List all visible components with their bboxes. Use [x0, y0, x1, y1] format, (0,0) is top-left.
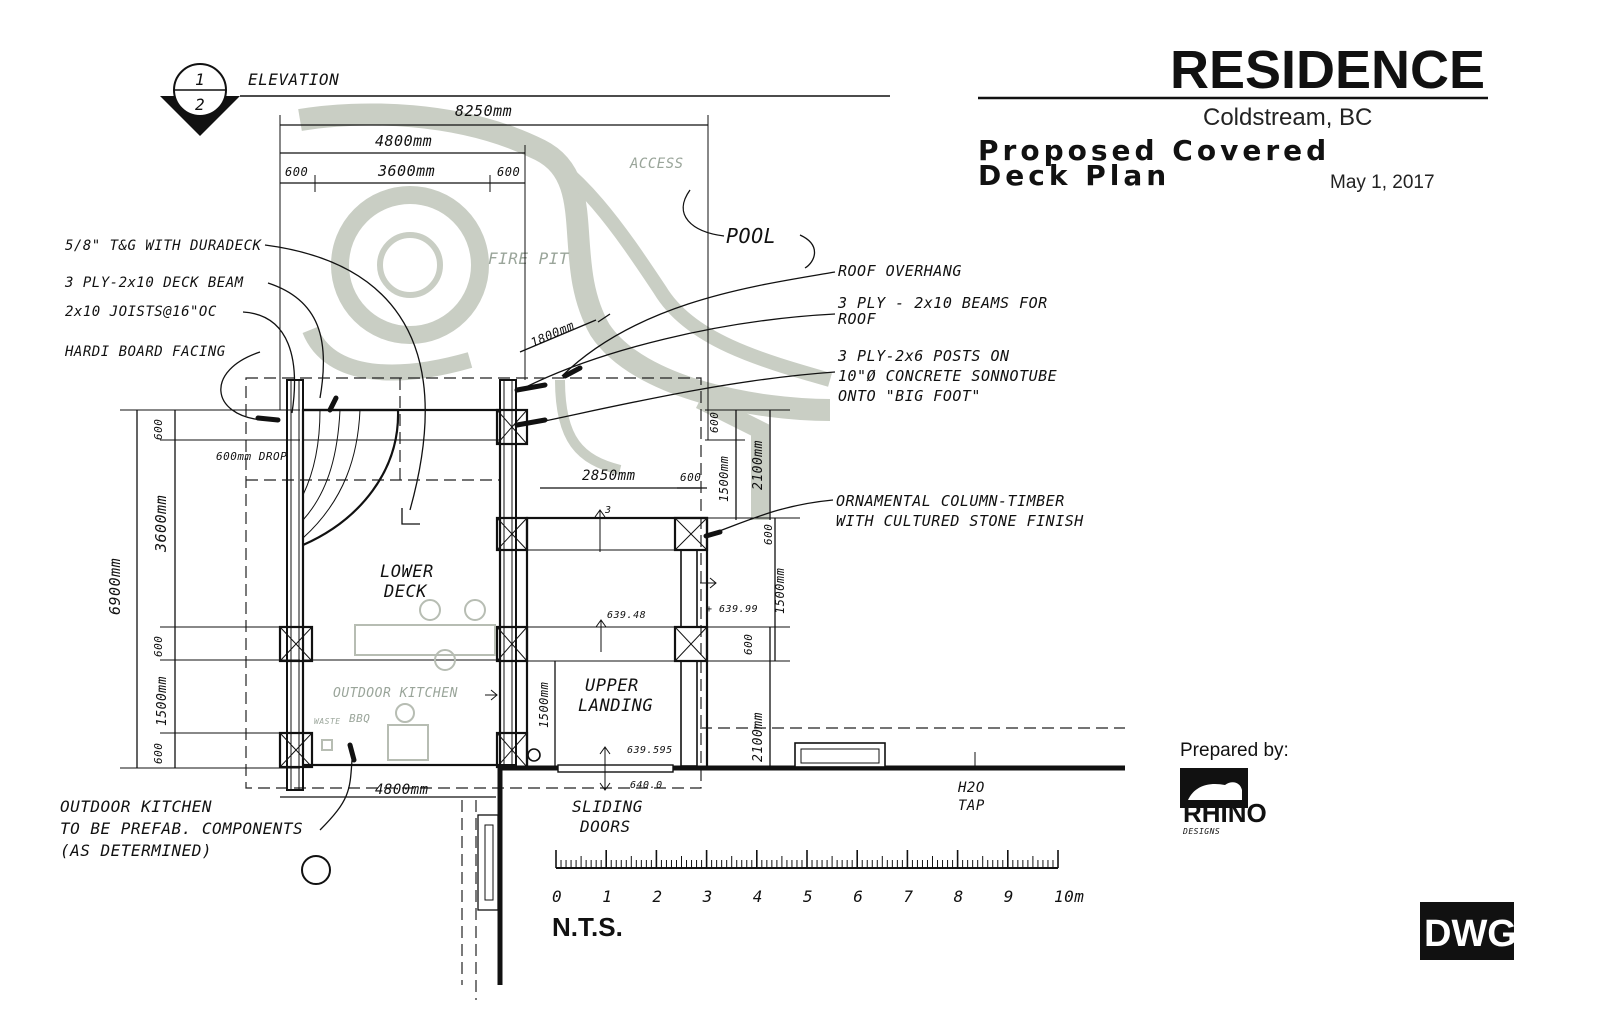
rhino-designs-logo: RHINO DESIGNS: [1180, 768, 1267, 836]
scale-tick-label: 7: [903, 887, 913, 906]
right-upper-span-dim: 1500mm: [717, 456, 731, 502]
roof-beams-callout-line2: ROOF: [838, 310, 877, 328]
posts-callout-line1: 3 PLY-2x6 POSTS ON: [837, 347, 1010, 365]
section-marker: [160, 63, 890, 136]
drawing-number-badge: DWG. 2: [1420, 902, 1559, 960]
right-leader-lines: [519, 271, 836, 537]
right-lower-overall-dim: 2100mm: [751, 712, 766, 762]
elevation-e4: 640.0: [630, 780, 663, 791]
posts-callout-line3: ONTO "BIG FOOT": [838, 387, 981, 405]
project-location: Coldstream, BC: [1203, 104, 1372, 131]
kitchen-note-leader: [319, 759, 353, 831]
plan-title-line1: Proposed Covered: [978, 134, 1330, 167]
pool-label: POOL: [726, 224, 776, 248]
pool-callout-tail: [799, 234, 816, 269]
column-callout-line1: ORNAMENTAL COLUMN-TIMBER: [836, 492, 1065, 510]
scale-tick-label: 8: [954, 887, 964, 906]
top-dimension-lines: [279, 115, 709, 440]
deck-width-dim: 4800mm: [375, 132, 432, 150]
decking-callout: 5/8" T&G WITH DURADECK: [65, 238, 263, 254]
slope-mark-1: 3: [604, 505, 612, 516]
left-dim-2: 3600mm: [152, 495, 170, 553]
pool-callout-line: [682, 189, 725, 237]
elevation-e2: + 639.99: [706, 604, 758, 615]
outdoor-kitchen-label: OUTDOOR KITCHEN: [333, 686, 458, 701]
left-dim-1: 600: [152, 419, 165, 440]
upper-landing-label-1: UPPER: [585, 676, 639, 696]
project-title: RESIDENCE: [1170, 40, 1485, 100]
deck-beam-callout: 3 PLY-2x10 DECK BEAM: [64, 275, 244, 291]
drawing-number: DWG. 2: [1424, 913, 1559, 955]
left-post-dim: 600: [285, 165, 308, 179]
slope-arrows: [485, 509, 717, 791]
plan-title-line2: Deck Plan: [978, 159, 1170, 192]
logo-subtext: DESIGNS: [1182, 827, 1220, 836]
water-tap-label-1: H2O: [957, 780, 985, 796]
scale-tick-label: 6: [853, 887, 863, 906]
overall-width-dim: 8250mm: [455, 102, 512, 120]
sliding-doors-label-1: SLIDING: [572, 797, 643, 816]
left-overall-dim: 6900mm: [106, 558, 124, 615]
water-tap-label-2: TAP: [958, 798, 985, 814]
kitchen-note-line3: (AS DETERMINED): [60, 841, 212, 860]
scale-bar: 0 1 2 3 4 5 6 7 8 9 10m: [552, 850, 1084, 906]
right-upper-overall-dim: 2100mm: [751, 440, 766, 490]
overhang-dim: 1800mm: [529, 318, 577, 350]
left-dim-3: 600: [152, 636, 165, 657]
scale-tick-label: 5: [803, 887, 813, 906]
bbq-label: BBQ: [349, 712, 370, 725]
right-lower-post-dim: 600: [742, 634, 755, 655]
lower-deck-label-2: DECK: [383, 582, 428, 602]
prepared-by-label: Prepared by:: [1180, 740, 1289, 761]
elevation-label: ELEVATION: [248, 70, 339, 89]
facing-callout: HARDI BOARD FACING: [64, 344, 226, 360]
sliding-doors-label-2: DOORS: [579, 817, 631, 836]
post-depth-dim: 600: [762, 524, 775, 545]
landing-width-dim: 2850mm: [582, 468, 636, 484]
posts-callout-line2: 10"Ø CONCRETE SONNOTUBE: [838, 367, 1057, 385]
scale-tick-label: 1: [602, 887, 612, 906]
section-number-bottom: 2: [195, 95, 205, 114]
drop-callout: 600mm DROP: [216, 450, 287, 463]
deck-structure: [245, 365, 1125, 1000]
elevation-e3: 639.595: [627, 745, 673, 756]
landing-depth-dim: 1500mm: [537, 682, 551, 728]
scale-tick-label: 9: [1004, 887, 1014, 906]
column-callout-line2: WITH CULTURED STONE FINISH: [836, 512, 1084, 530]
mid-span-dim: 3600mm: [377, 162, 435, 180]
lower-deck-label-1: LOWER: [380, 562, 434, 582]
waste-label: WASTE: [314, 717, 341, 726]
scale-tick-label: 2: [652, 887, 662, 906]
scale-tick-label: 3: [702, 887, 713, 906]
nts-label: N.T.S.: [552, 912, 623, 942]
post-width-dim: 600: [680, 471, 701, 484]
left-dim-4: 1500mm: [155, 676, 170, 726]
scale-tick-label: 4: [753, 887, 763, 906]
kitchen-note-line1: OUTDOOR KITCHEN: [60, 797, 212, 816]
outdoor-kitchen-furniture: [321, 599, 496, 761]
scale-tick-label: 10m: [1054, 887, 1084, 906]
right-mid-span-dim: 1500mm: [773, 568, 787, 614]
access-label: ACCESS: [629, 156, 684, 172]
logo-wordmark: RHINO: [1183, 798, 1267, 828]
left-leader-lines: [220, 244, 426, 525]
roof-overhang-callout: ROOF OVERHANG: [838, 262, 962, 280]
plan-date: May 1, 2017: [1330, 172, 1435, 193]
scale-tick-label: 0: [552, 887, 562, 906]
right-dimension-lines: [540, 409, 800, 768]
section-number-top: 1: [195, 70, 205, 89]
joists-callout: 2x10 JOISTS@16"OC: [65, 304, 217, 320]
bottom-width-dim: 4800mm: [375, 782, 429, 798]
roof-beams-callout-line1: 3 PLY - 2x10 BEAMS FOR: [837, 294, 1048, 312]
fire-pit-label: FIRE PIT: [488, 249, 570, 268]
elevation-e1: 639.48: [607, 610, 646, 621]
right-top-dim: 600: [708, 412, 721, 433]
right-post-dim: 600: [497, 165, 520, 179]
left-dimension-lines: [120, 409, 300, 769]
upper-landing-label-2: LANDING: [578, 696, 653, 716]
kitchen-note-line2: TO BE PREFAB. COMPONENTS: [60, 819, 303, 838]
left-dim-5: 600: [152, 743, 165, 764]
